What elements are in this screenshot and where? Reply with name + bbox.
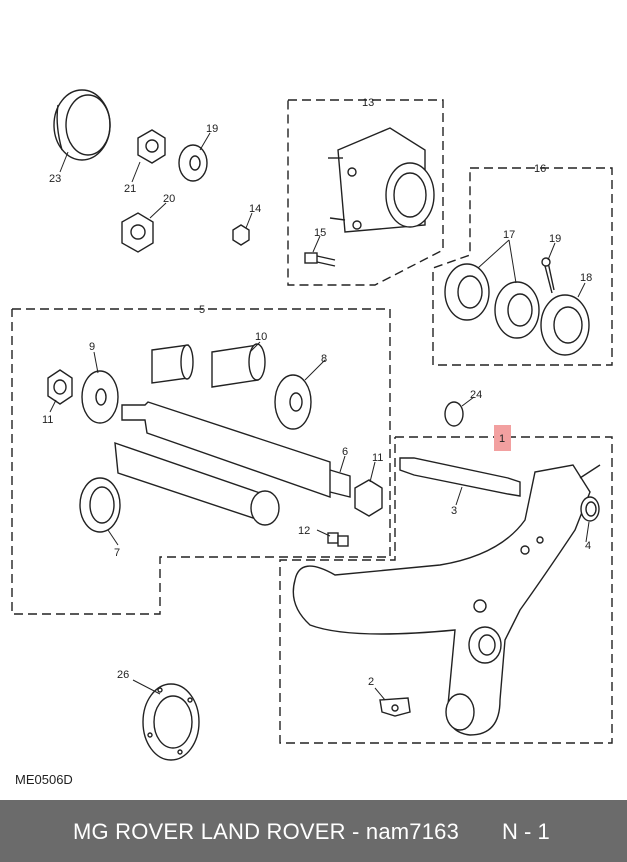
diagram-code: ME0506D <box>15 772 73 787</box>
callout-14: 15 <box>314 227 326 239</box>
callout-6: 6 <box>342 446 348 458</box>
parts-diagram: 23 21 19 20 14 13 15 16 17 19 18 24 5 9 … <box>11 89 613 761</box>
split-pin-19 <box>541 257 555 294</box>
callout-10: 10 <box>255 331 267 343</box>
bracket-2 <box>379 697 411 717</box>
highlight-callout-1 <box>494 425 511 451</box>
gasket-26 <box>142 683 200 761</box>
nipple-12 <box>327 532 349 547</box>
callout-15: 14 <box>249 203 261 215</box>
callout-5: 5 <box>199 304 205 316</box>
washer-8 <box>274 374 312 430</box>
callout-17: 17 <box>503 229 515 241</box>
callout-3: 3 <box>451 505 457 517</box>
callout-7: 7 <box>114 547 120 559</box>
callout-11-left: 11 <box>42 414 53 426</box>
group-boxes <box>11 99 613 744</box>
box-16 <box>432 167 613 366</box>
box-1 <box>279 436 613 744</box>
callout-16: 16 <box>534 163 546 175</box>
o-ring-24 <box>444 401 464 427</box>
seal-ring-23 <box>53 89 111 161</box>
callout-13: 13 <box>362 97 374 109</box>
callout-11-right: 11 <box>372 452 383 464</box>
shaft-6 <box>121 401 351 498</box>
callout-9: 9 <box>89 341 95 353</box>
bearing-18 <box>540 294 590 356</box>
wishbone-arm-1 <box>292 464 601 736</box>
footer-code: N - 1 <box>502 819 550 844</box>
callout-4: 4 <box>585 540 591 552</box>
callout-24: 24 <box>470 389 482 401</box>
callout-12: 12 <box>298 525 310 537</box>
nut-15 <box>232 224 250 246</box>
callout-1: 1 <box>499 433 505 445</box>
box-5 <box>11 308 391 615</box>
bolt-14 <box>304 252 336 267</box>
washer-20 <box>178 144 208 182</box>
bush-10 <box>151 343 266 388</box>
footer-title: MG ROVER LAND ROVER - nam7163 <box>73 819 460 844</box>
hub-flange-13 <box>328 127 435 233</box>
callout-21: 20 <box>163 193 175 205</box>
callout-2: 2 <box>368 676 374 688</box>
callout-23: 23 <box>49 173 61 185</box>
callout-labels: 23 21 19 20 14 13 15 16 17 19 18 24 5 9 … <box>42 97 592 688</box>
callout-22: 21 <box>124 183 136 195</box>
bearings-17 <box>444 263 540 339</box>
washer-9 <box>81 370 119 424</box>
nut-11-right <box>354 479 383 517</box>
callout-18: 18 <box>580 272 592 284</box>
callout-8: 8 <box>321 353 327 365</box>
castle-nut-21 <box>121 212 154 253</box>
pin-3 <box>399 457 521 497</box>
callout-19: 19 <box>549 233 561 245</box>
tube-7 <box>79 441 280 533</box>
box-13 <box>287 99 444 286</box>
nut-11-left <box>47 369 73 405</box>
leader-lines <box>49 132 590 701</box>
callout-26: 26 <box>117 669 129 681</box>
bush-4 <box>580 496 600 522</box>
footer-bar: MG ROVER LAND ROVER - nam7163 N - 1 <box>0 800 627 862</box>
castle-nut-22 <box>137 129 166 164</box>
callout-20: 19 <box>206 123 218 135</box>
